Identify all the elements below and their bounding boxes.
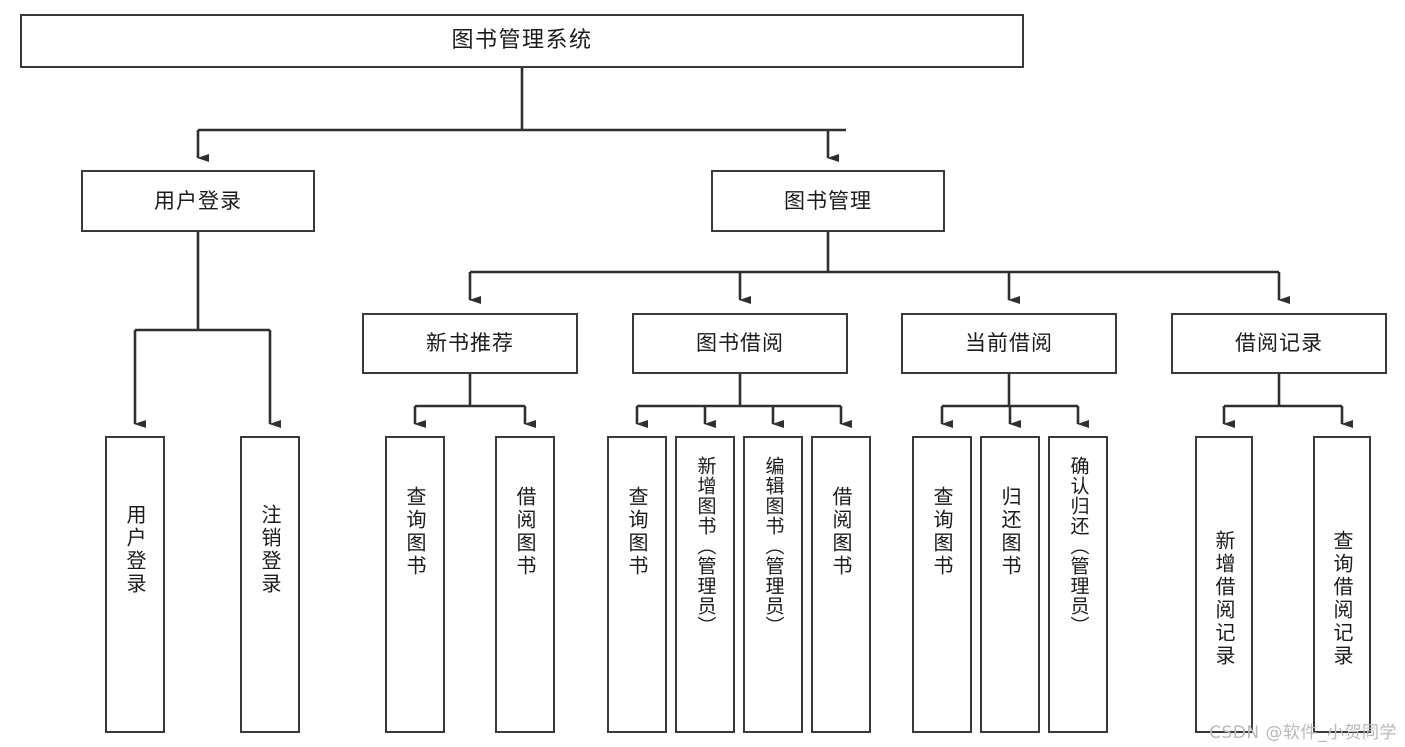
node-label: 编辑图书（管理员） <box>762 456 785 636</box>
node-label: 查询图书 <box>625 486 649 578</box>
node-current-borrowing[interactable]: 当前借阅 <box>901 313 1117 374</box>
node-book-management[interactable]: 图书管理 <box>711 170 945 232</box>
node-label: 图书管理 <box>784 188 872 213</box>
node-book-borrowing[interactable]: 图书借阅 <box>632 313 848 374</box>
node-label: 图书借阅 <box>696 331 784 356</box>
leaf-query-book-current[interactable]: 查询图书 <box>912 436 972 733</box>
leaf-user-login[interactable]: 用户登录 <box>105 436 165 733</box>
node-label: 借阅图书 <box>513 486 537 578</box>
node-label: 新书推荐 <box>426 331 514 356</box>
node-label: 查询借阅记录 <box>1330 530 1354 668</box>
node-borrowing-record[interactable]: 借阅记录 <box>1171 313 1387 374</box>
node-label: 注销登录 <box>258 504 282 596</box>
leaf-query-book-borrow[interactable]: 查询图书 <box>607 436 667 733</box>
node-label: 查询图书 <box>403 486 427 578</box>
node-label: 用户登录 <box>123 504 147 596</box>
leaf-borrow-book[interactable]: 借阅图书 <box>811 436 871 733</box>
node-new-book-recommendation[interactable]: 新书推荐 <box>362 313 578 374</box>
leaf-return-book[interactable]: 归还图书 <box>980 436 1040 733</box>
node-label: 借阅记录 <box>1235 331 1323 356</box>
node-label: 查询图书 <box>930 486 954 578</box>
leaf-add-book-admin[interactable]: 新增图书（管理员） <box>675 436 735 733</box>
node-label: 确认归还（管理员） <box>1067 456 1090 636</box>
leaf-add-borrow-record[interactable]: 新增借阅记录 <box>1195 436 1253 733</box>
leaf-query-borrow-record[interactable]: 查询借阅记录 <box>1313 436 1371 733</box>
leaf-confirm-return-admin[interactable]: 确认归还（管理员） <box>1048 436 1108 733</box>
leaf-query-book-rec[interactable]: 查询图书 <box>385 436 445 733</box>
node-label: 借阅图书 <box>829 486 853 578</box>
node-label: 新增图书（管理员） <box>694 456 717 636</box>
node-user-login[interactable]: 用户登录 <box>81 170 315 232</box>
node-label: 新增借阅记录 <box>1212 530 1236 668</box>
node-label: 用户登录 <box>154 188 242 213</box>
node-label: 当前借阅 <box>965 331 1053 356</box>
node-label: 归还图书 <box>998 486 1022 578</box>
leaf-edit-book-admin[interactable]: 编辑图书（管理员） <box>743 436 803 733</box>
node-root-book-management-system[interactable]: 图书管理系统 <box>20 14 1024 68</box>
leaf-logout[interactable]: 注销登录 <box>240 436 300 733</box>
leaf-borrow-book-rec[interactable]: 借阅图书 <box>495 436 555 733</box>
node-label: 图书管理系统 <box>451 28 593 54</box>
